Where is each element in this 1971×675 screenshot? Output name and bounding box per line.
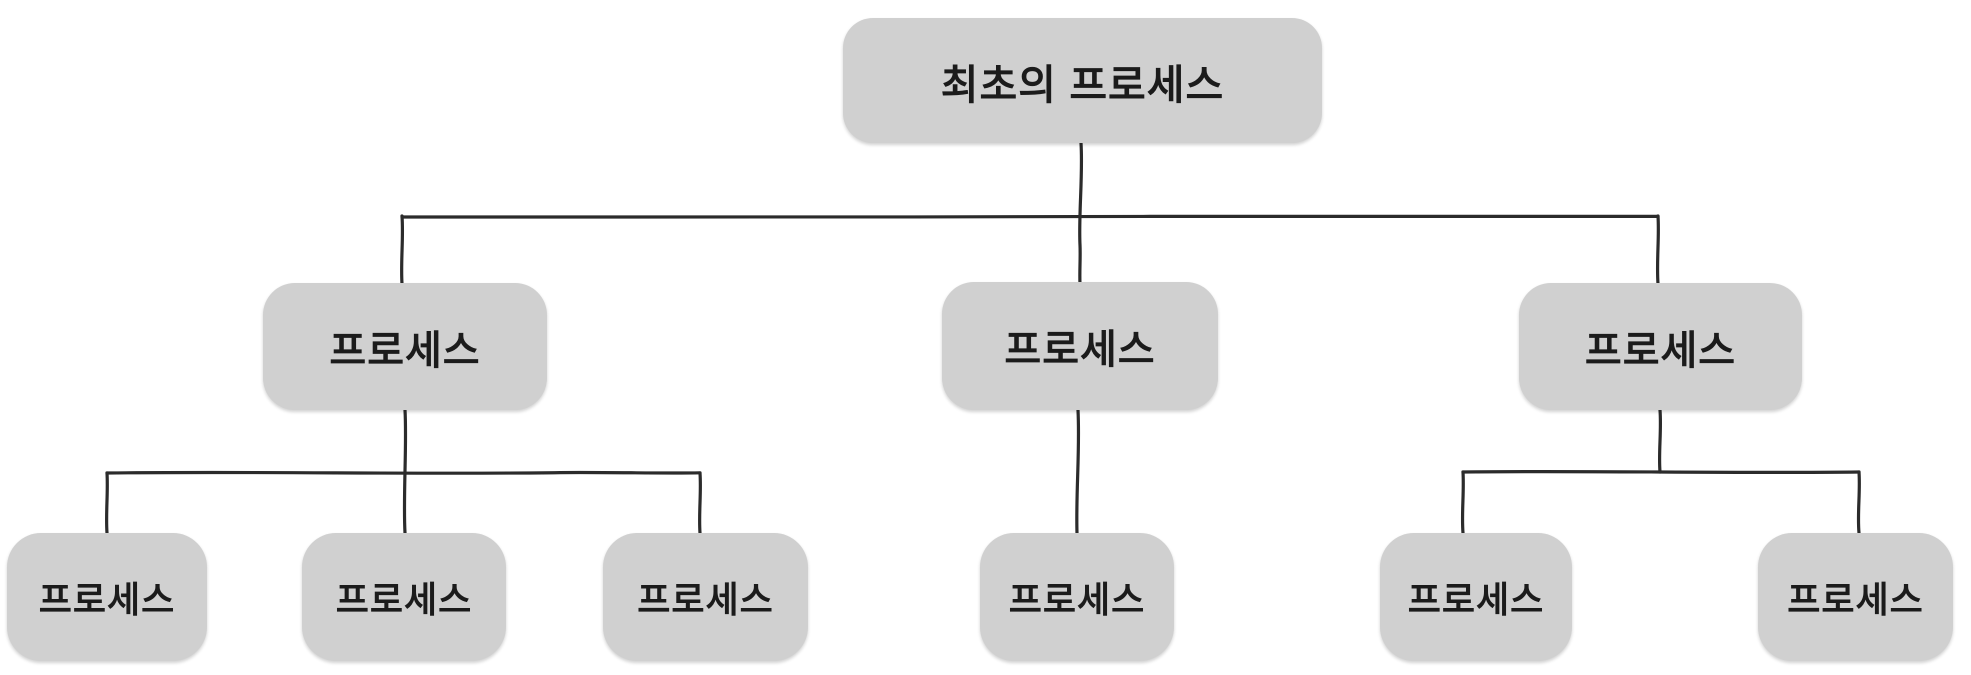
node-process-level2-middle: 프로세스 — [942, 282, 1218, 410]
node-label: 최초의 프로세스 — [940, 61, 1225, 108]
node-process-leaf-1: 프로세스 — [7, 533, 207, 661]
connector-root-to-level2 — [400, 141, 1660, 286]
node-label: 프로세스 — [1787, 579, 1924, 620]
node-label: 프로세스 — [1004, 328, 1156, 372]
connector-middle-subtree — [1075, 408, 1081, 535]
node-process-leaf-5: 프로세스 — [1380, 533, 1572, 661]
node-label: 프로세스 — [1407, 579, 1545, 620]
node-process-leaf-3: 프로세스 — [603, 533, 808, 661]
node-label: 프로세스 — [1584, 328, 1737, 373]
node-process-leaf-4: 프로세스 — [980, 533, 1174, 661]
connector-left-subtree — [104, 408, 702, 535]
node-label: 프로세스 — [329, 328, 481, 373]
node-label: 프로세스 — [637, 579, 774, 620]
node-process-leaf-2: 프로세스 — [302, 533, 506, 661]
node-process-level2-left: 프로세스 — [263, 283, 547, 410]
node-initial-process: 최초의 프로세스 — [843, 18, 1322, 143]
node-process-leaf-6: 프로세스 — [1758, 533, 1953, 661]
node-label: 프로세스 — [335, 579, 473, 620]
node-label: 프로세스 — [38, 579, 176, 620]
node-label: 프로세스 — [1008, 579, 1146, 620]
connector-right-subtree — [1460, 408, 1861, 535]
node-process-level2-right: 프로세스 — [1519, 283, 1802, 410]
